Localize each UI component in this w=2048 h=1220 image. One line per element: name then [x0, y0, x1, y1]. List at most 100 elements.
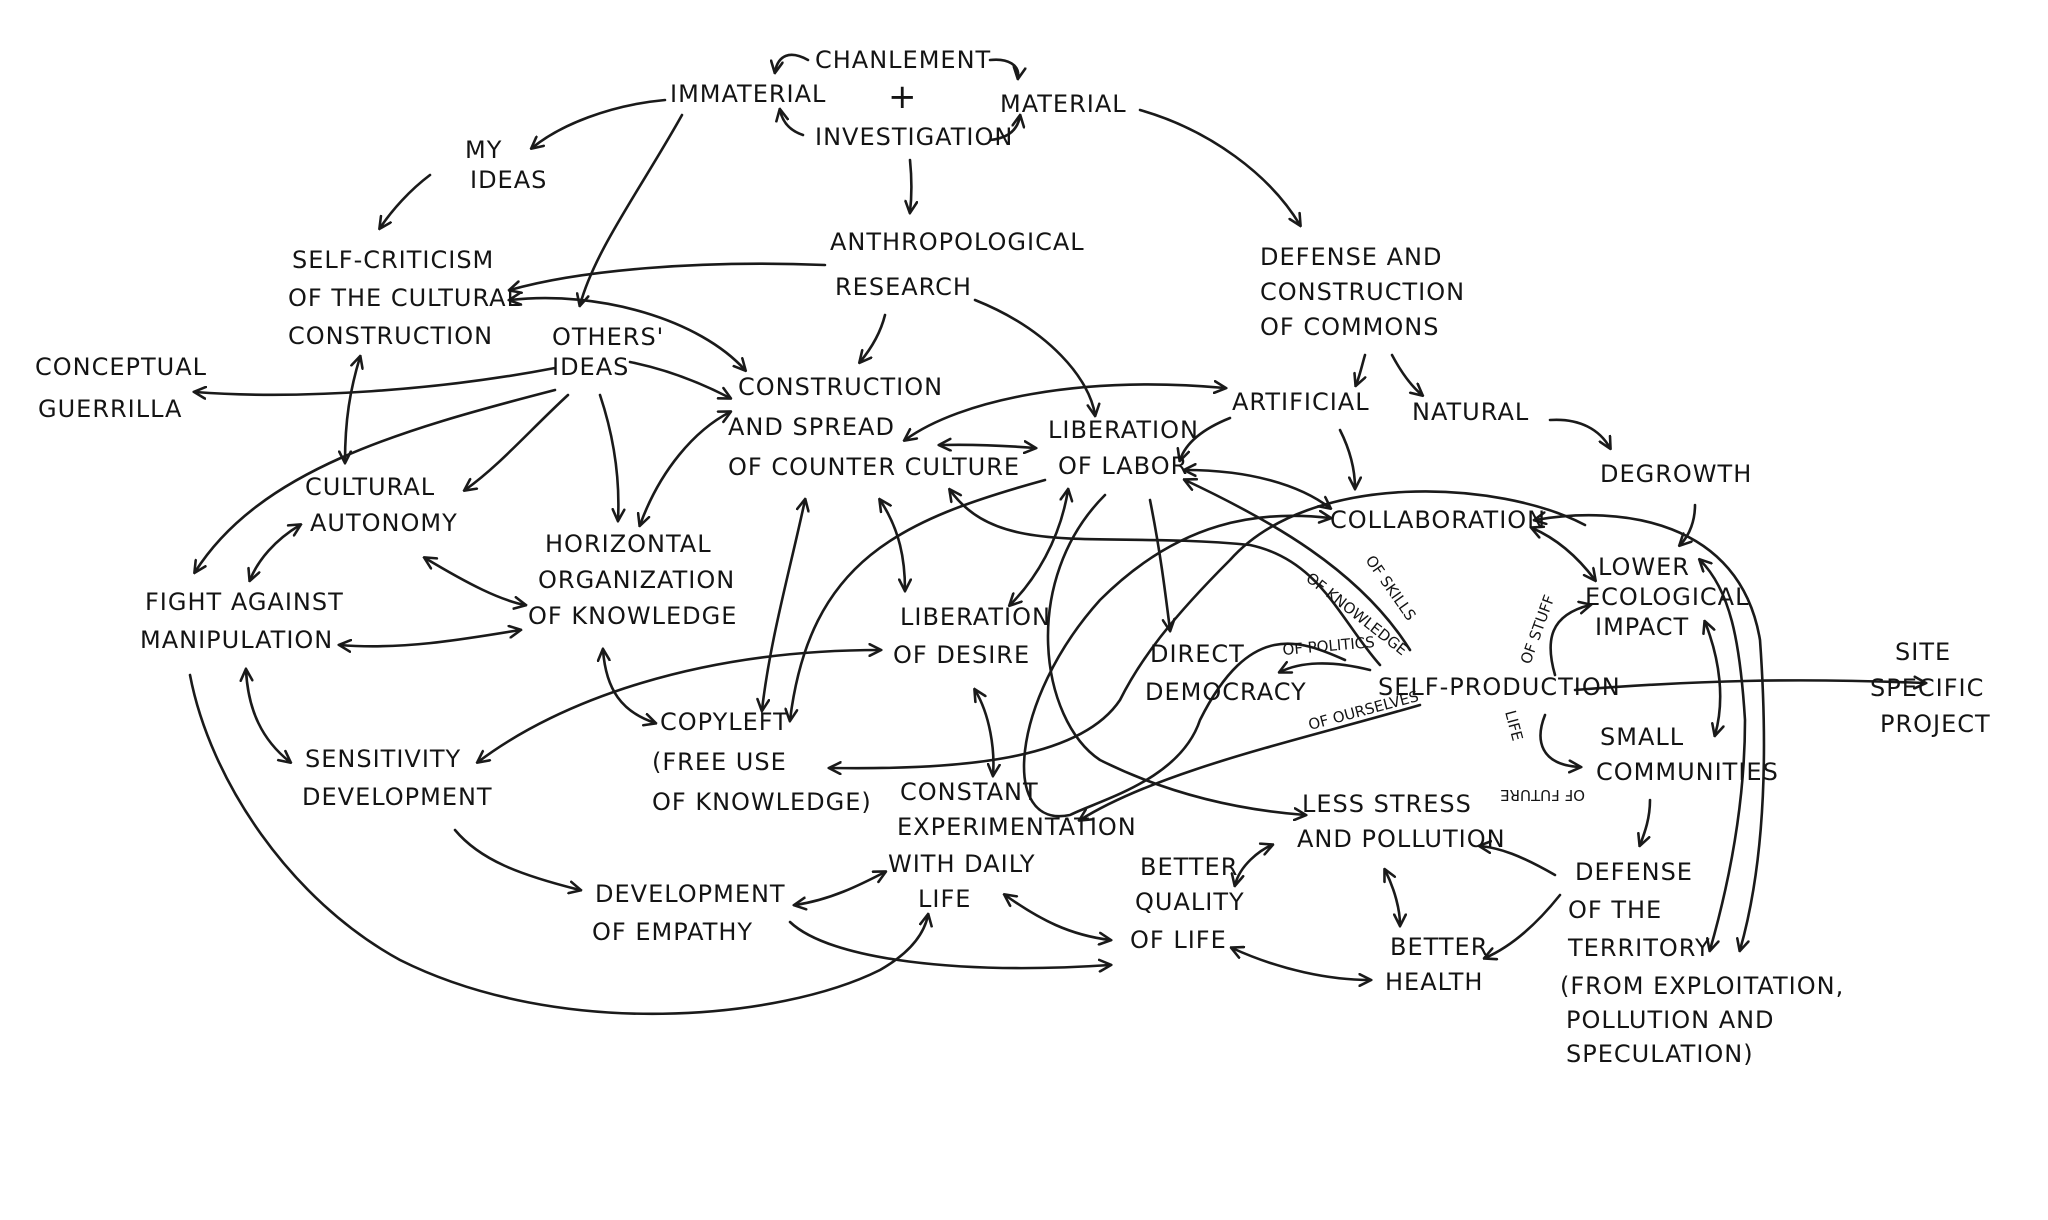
node-better-health: BETTER HEALTH [1385, 933, 1497, 996]
edge-construction-artificial [905, 385, 1225, 440]
edge-investigation-material [988, 116, 1020, 142]
edge-desire-experiment [975, 690, 993, 775]
edge-chanlement-immaterial [775, 53, 810, 72]
edge-immaterial-myideas [532, 98, 667, 148]
node-fight: FIGHT AGAINST MANIPULATION [140, 588, 352, 654]
node-liberation-labor: LIBERATION OF LABOR [1048, 416, 1208, 480]
edge-myideas-selfcrit [380, 173, 432, 228]
edge-horizontal-construction [640, 412, 730, 525]
edge-selfprod-site [1573, 680, 1925, 692]
edge-defense-natural [1390, 353, 1422, 395]
edge-selfprod-experiment [1080, 703, 1422, 820]
node-cultural-autonomy: CULTURAL AUTONOMY [305, 473, 458, 537]
edge-investigation-immaterial [780, 110, 805, 137]
node-construction-spread: CONSTRUCTION AND SPREAD OF COUNTER CULTU… [728, 373, 1020, 481]
edge-experiment-quality [1005, 895, 1110, 940]
node-self-criticism: SELF-CRITICISM OF THE CULTURAL CONSTRUCT… [288, 246, 530, 350]
edge-territory-lessstress [1480, 846, 1557, 877]
node-my-ideas: MY IDEAS [465, 136, 547, 194]
node-immaterial: IMMATERIAL [670, 80, 826, 108]
edge-autonomy-fight [250, 525, 300, 580]
edge-construction-labor [940, 445, 1035, 448]
edge-natural-degrowth [1548, 418, 1610, 448]
edge-selfcrit-autonomy [345, 357, 360, 462]
node-horizontal: HORIZONTAL ORGANIZATION OF KNOWLEDGE [528, 530, 744, 630]
edge-selfprod-democracy [1280, 663, 1372, 672]
node-collaboration: COLLABORATION [1330, 506, 1546, 534]
edge-construction-desire [880, 500, 905, 590]
node-lower-impact: LOWER ECOLOGICAL IMPACT [1585, 553, 1758, 641]
edge-lower-communities [1705, 622, 1720, 735]
edge-artificial-collab [1338, 428, 1355, 488]
node-plus: + [888, 77, 917, 117]
edge-fight-sensitivity [246, 670, 290, 762]
edge-fight-horizontal [340, 630, 520, 646]
node-natural: NATURAL [1412, 398, 1529, 426]
node-artificial: ARTIFICIAL [1232, 388, 1370, 416]
edge-lessstress-health [1385, 870, 1400, 925]
node-material: MATERIAL [1000, 90, 1127, 118]
node-conceptual: CONCEPTUAL GUERRILLA [35, 353, 216, 423]
edge-others-autonomy [465, 393, 570, 490]
edge-communities-territory [1640, 798, 1652, 845]
node-liberation-desire: LIBERATION OF DESIRE [893, 603, 1060, 669]
node-investigation: INVESTIGATION [815, 123, 1013, 151]
edge-immaterial-others [580, 113, 684, 305]
edge-others-horizontal [598, 393, 618, 520]
node-less-stress: LESS STRESS AND POLLUTION [1297, 790, 1506, 853]
edge-defense-artificial [1356, 353, 1365, 385]
edge-desire-sensitivity [478, 650, 880, 762]
node-anthropological: ANTHROPOLOGICAL RESEARCH [830, 228, 1093, 301]
edge-quality-lessstress [1235, 845, 1272, 885]
node-others-ideas: OTHERS' IDEAS [552, 323, 673, 381]
edge-labor-selfprod [1185, 480, 1412, 652]
node-sensitivity: SENSITIVITY DEVELOPMENT [302, 745, 493, 811]
edge-label-of-politics: OF POLITICS [1282, 633, 1376, 659]
node-copyleft: COPYLEFT (FREE USE OF KNOWLEDGE) [652, 708, 872, 816]
edge-selfprod-collab [1022, 516, 1347, 818]
edge-selfprod-life [1539, 713, 1580, 767]
edge-labor-copyleft [790, 478, 1047, 720]
edge-labor-copyleft2 [830, 490, 1587, 768]
node-direct-democracy: DIRECT DEMOCRACY [1145, 640, 1307, 706]
node-site-specific: SITE SPECIFIC PROJECT [1870, 638, 1993, 738]
node-degrowth: DEGROWTH [1600, 460, 1752, 488]
node-defense-commons: DEFENSE AND CONSTRUCTION OF COMMONS [1260, 243, 1474, 341]
edge-selfprod-stuff [1549, 605, 1590, 677]
edge-artificial-labor [1180, 416, 1232, 460]
edge-labor-lessstress [1046, 493, 1305, 815]
node-better-quality: BETTER QUALITY OF LIFE [1130, 853, 1253, 954]
edge-fight-experiment [188, 673, 928, 1016]
edge-anthro-liberation [973, 298, 1095, 415]
edge-empathy-experiment [795, 872, 885, 905]
edge-quality-health [1232, 948, 1370, 980]
edge-others-conceptual [195, 366, 557, 395]
edge-others-fight [195, 388, 557, 572]
node-development-empathy: DEVELOPMENT OF EMPATHY [592, 880, 794, 946]
edge-anthro-selfcrit [510, 262, 827, 290]
node-defense-territory: DEFENSE OF THE TERRITORY (FROM EXPLOITAT… [1560, 858, 1853, 1068]
node-constant-experimentation: CONSTANT EXPERIMENTATION WITH DAILY LIFE [888, 778, 1145, 913]
edge-territory-health [1485, 893, 1562, 958]
edge-chanlement-material [988, 58, 1018, 78]
edge-labor-desire [1010, 490, 1068, 605]
edge-anthro-construction [860, 313, 887, 362]
edge-labor-collab [1185, 470, 1330, 508]
node-self-production: SELF-PRODUCTION [1378, 673, 1621, 701]
node-chanlement: CHANLEMENT [815, 46, 991, 74]
edge-investigation-anthro [910, 158, 912, 212]
nodes: CHANLEMENT + INVESTIGATION IMMATERIAL MA… [35, 46, 1993, 1068]
edge-autonomy-horizontal [425, 558, 525, 605]
edges [188, 53, 1925, 1016]
edge-lower-territory [1700, 560, 1747, 950]
edge-collab-lower [1532, 528, 1595, 580]
edge-collab-territory [1535, 515, 1766, 950]
edge-construction-selfprod [950, 490, 1382, 667]
edge-sensitivity-empathy [453, 828, 580, 890]
edge-labor-democracy [1148, 498, 1170, 630]
edge-selfcrit-construction [510, 298, 745, 370]
edge-material-defense [1138, 108, 1300, 225]
node-small-communities: SMALL COMMUNITIES [1596, 723, 1779, 786]
edge-label-life: LIFE [1501, 708, 1526, 742]
